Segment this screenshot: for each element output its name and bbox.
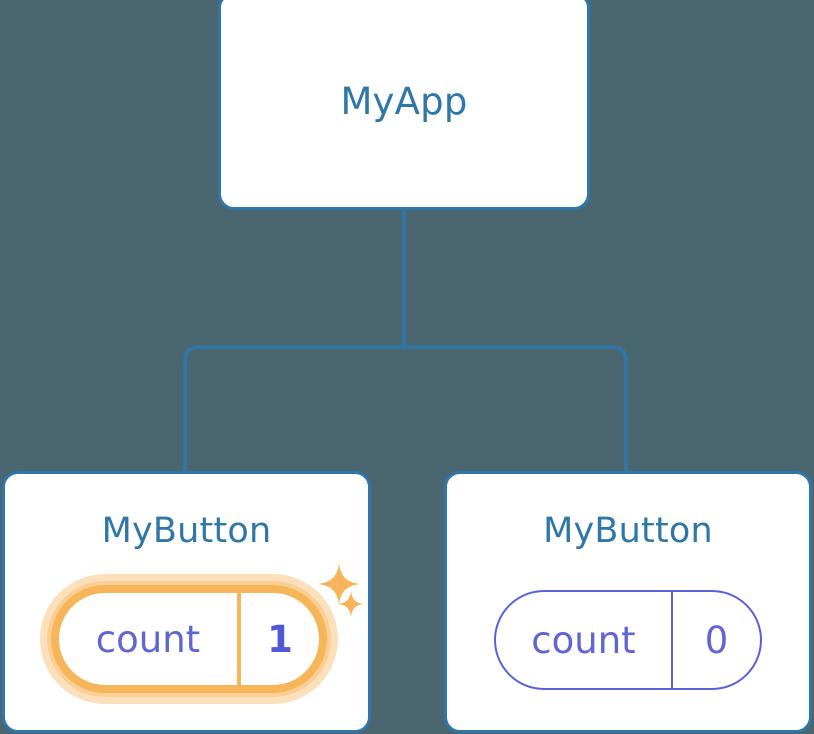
prop-pill-left[interactable]: count 1 [51, 585, 327, 693]
prop-pill-right[interactable]: count 0 [494, 590, 762, 690]
prop-key-right: count [496, 592, 673, 688]
edge-bus-to-right-child [404, 345, 628, 473]
node-myapp-title: MyApp [340, 79, 468, 123]
sparkle-large-icon [318, 563, 360, 605]
edge-bus-to-left-child [183, 345, 404, 473]
prop-pill-right-wrap[interactable]: count 0 [494, 590, 762, 690]
prop-value-right: 0 [704, 618, 729, 662]
node-mybutton-right-title: MyButton [543, 511, 713, 551]
prop-key-left: count [59, 593, 241, 685]
sparkle-small-icon [338, 591, 364, 617]
prop-value-left: 1 [267, 617, 293, 661]
node-mybutton-left-title: MyButton [101, 511, 272, 551]
node-myapp[interactable]: MyApp [218, 0, 590, 210]
prop-pill-left-highlighted[interactable]: count 1 [40, 574, 338, 704]
